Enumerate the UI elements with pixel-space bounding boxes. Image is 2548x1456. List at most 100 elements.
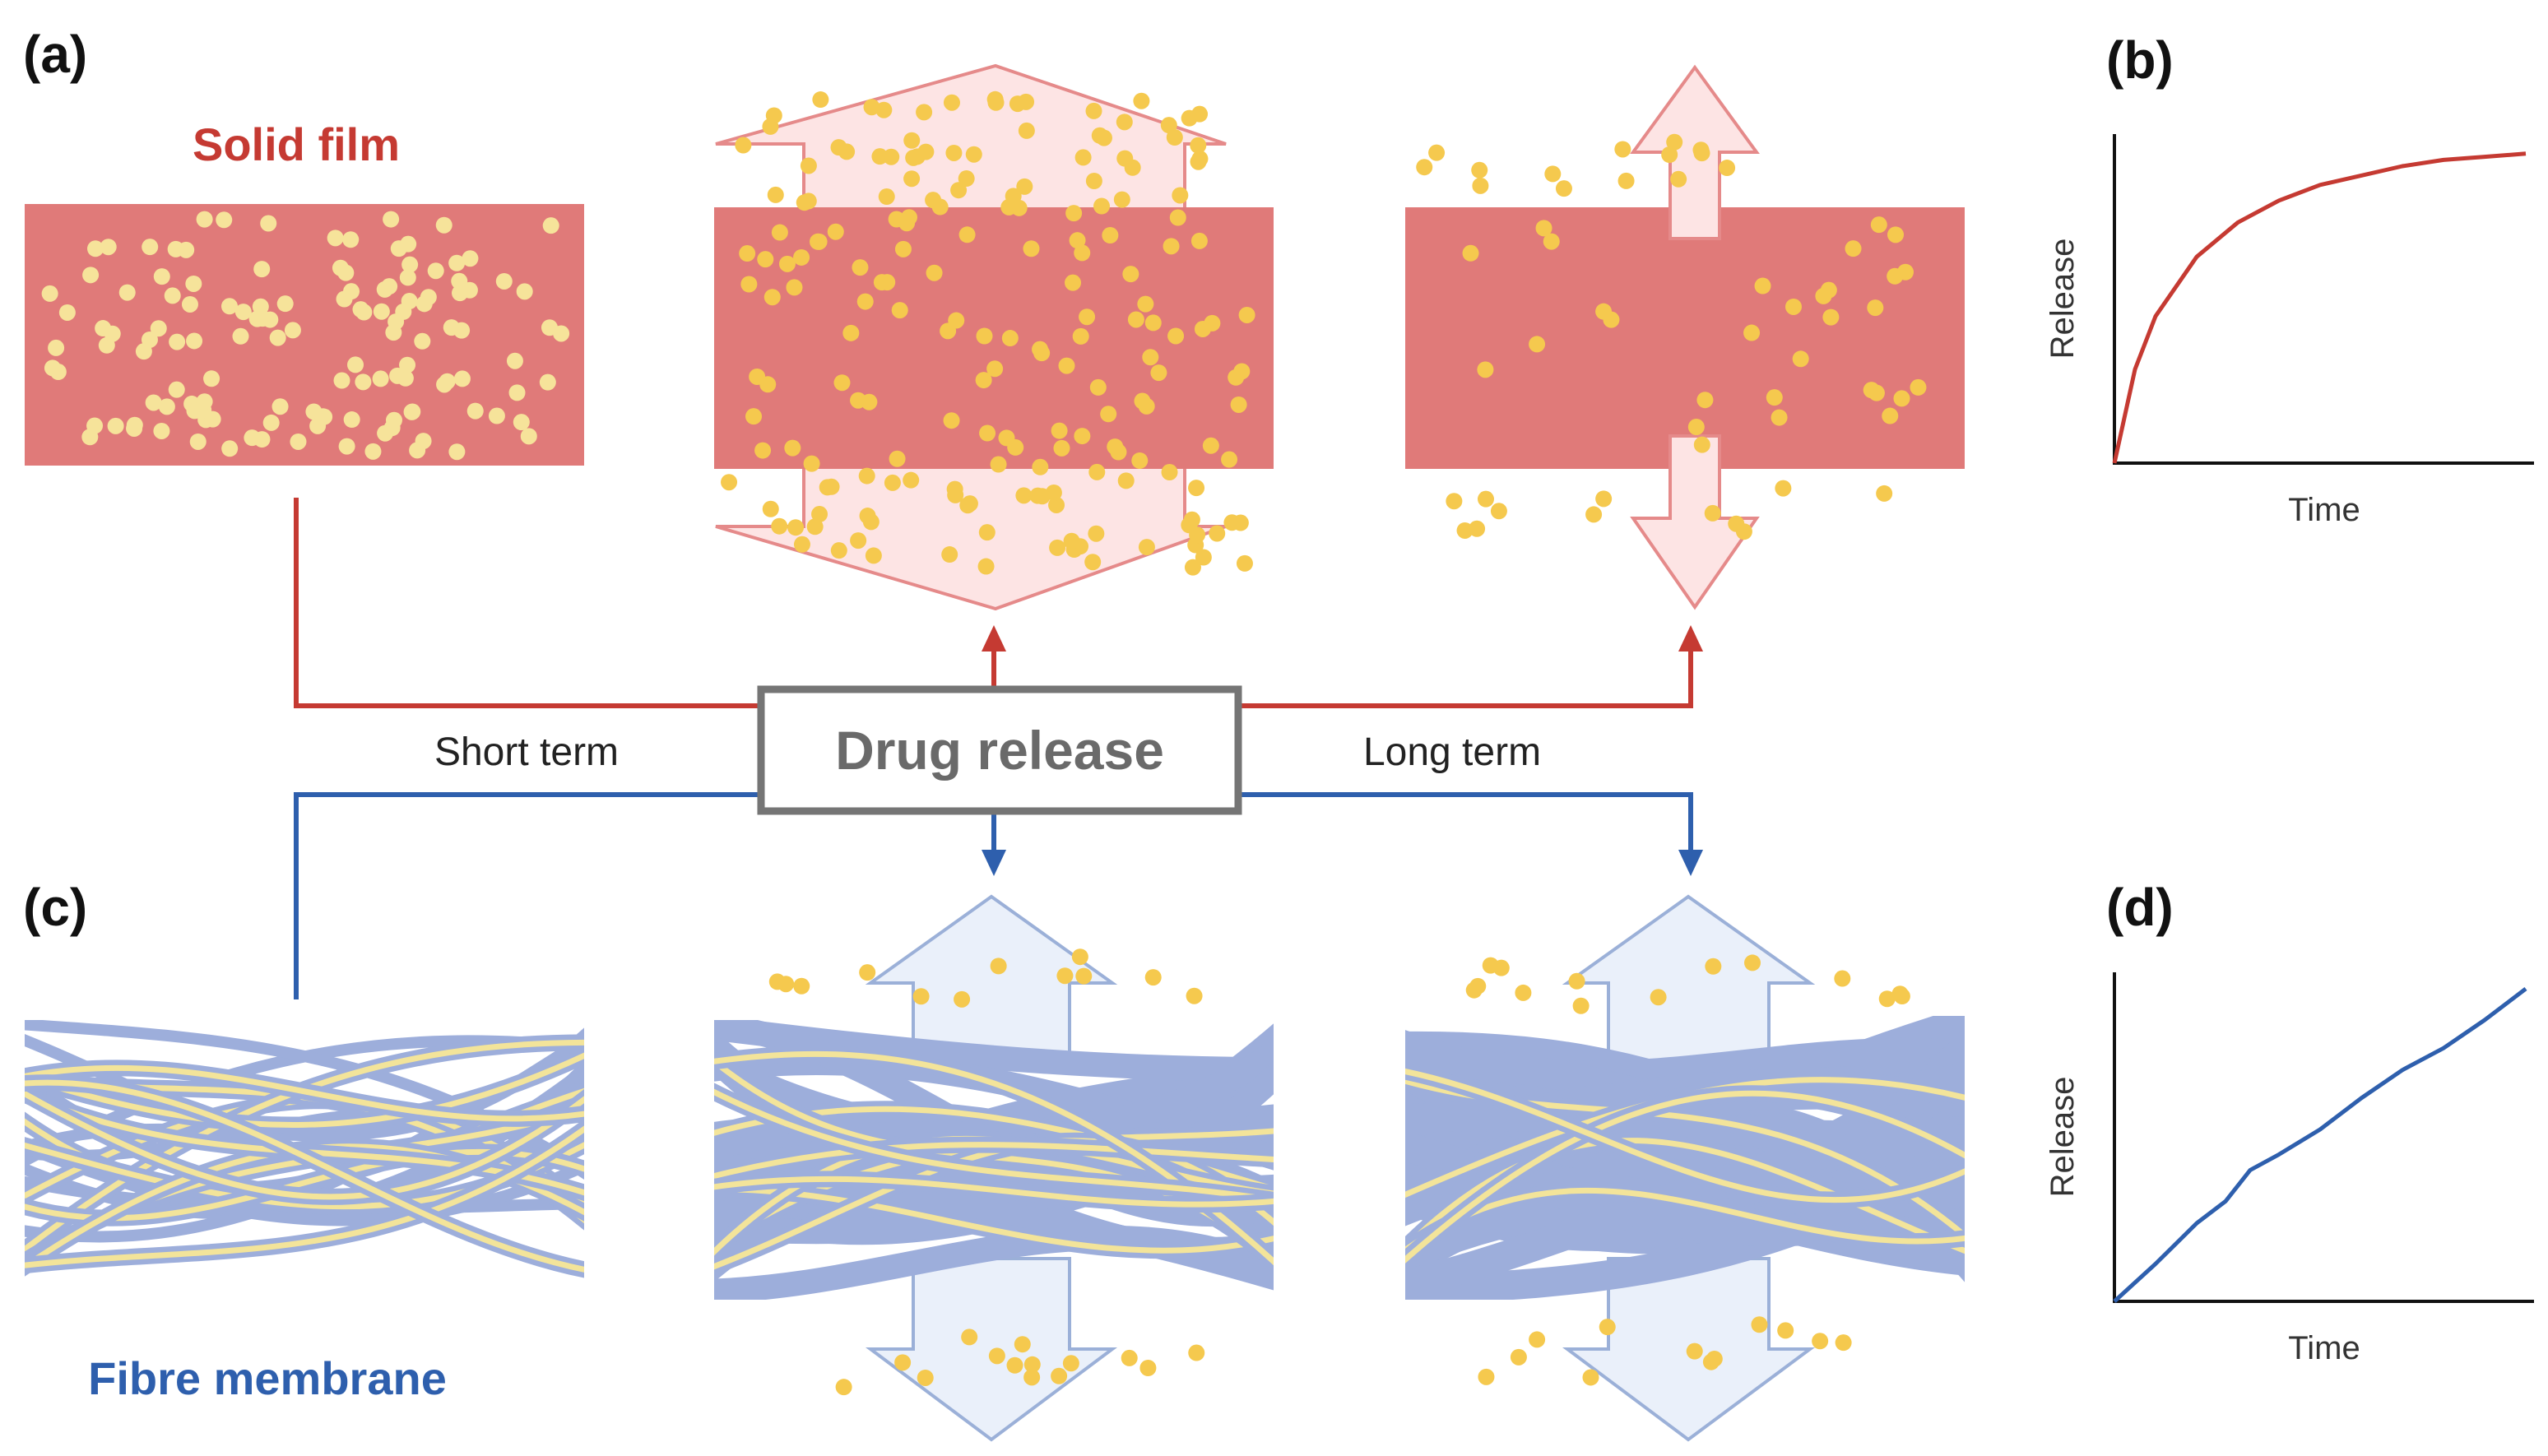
drug-particle [513,414,530,431]
drug-particle [1876,485,1893,502]
drug-particle [553,325,570,342]
drug-particle [903,170,921,188]
drug-particle [990,958,1007,975]
drug-particle [189,433,207,450]
drug-particle [1572,997,1590,1014]
drug-particle [338,438,355,455]
drug-particle [1692,141,1710,159]
drug-particle [1666,133,1683,151]
drug-particle [823,478,840,495]
drug-particle [1124,159,1141,176]
drug-particle [1743,324,1761,341]
drug-particle [327,230,344,247]
fibre-membrane-loaded [25,1020,584,1278]
drug-particle [800,192,817,210]
drug-particle [1184,559,1201,576]
drug-particle [975,372,992,389]
drug-particle [488,407,505,424]
drug-particle [1465,981,1483,999]
drug-particle [1416,159,1433,176]
drug-particle [1863,382,1880,399]
drug-particle [1023,1369,1041,1386]
panel-label-d: (d) [2106,878,2174,937]
drug-particle [1910,378,1927,396]
drug-particle [1056,967,1074,985]
drug-particle [850,392,867,409]
drug-particle [1477,361,1494,378]
drug-particle [954,990,971,1008]
drug-particle [945,144,963,161]
drug-particle [401,256,419,273]
blue-connector [1238,792,1693,851]
drug-particle [986,90,1004,108]
drug-particle [1686,1342,1703,1360]
short-term-label: Short term [434,730,619,774]
drug-particle [234,304,252,321]
drug-particle [1015,487,1033,504]
drug-particle [803,455,820,472]
drug-particle [1820,281,1837,299]
drug-particle [343,283,360,300]
long-term-label: Long term [1363,730,1541,774]
drug-particle [390,240,407,257]
drug-particle [1058,357,1075,374]
drug-particle [946,480,963,498]
drug-particle [1051,1367,1068,1384]
drug-particle [1543,233,1560,250]
drug-particle [1209,525,1226,542]
drug-particle [1188,1344,1205,1361]
drug-particle [404,403,421,420]
drug-particle [948,312,965,329]
drug-particle [333,372,350,389]
drug-particle [539,373,556,391]
drug-particle [244,429,261,447]
drug-particle [1544,165,1562,183]
drug-particle [168,381,185,398]
drug-particle [786,279,803,296]
drug-particle [169,333,186,350]
drug-particle [1785,298,1802,315]
drug-particle [1167,327,1185,345]
solid-film-loaded [25,204,584,466]
red-arrowhead [1678,625,1703,651]
drug-particle [1555,180,1572,197]
drug-particle [894,240,912,257]
drug-particle [959,497,977,514]
drug-particle [343,411,360,429]
drug-particle [859,508,876,525]
drug-particle [1896,263,1914,281]
drug-particle [745,408,763,425]
drug-particle [903,471,920,489]
drug-particle [397,369,414,387]
drug-particle [388,313,405,331]
drug-particle [979,424,996,442]
drug-particle [414,332,431,350]
drug-particle [1093,197,1110,215]
drug-particle [1006,1356,1023,1374]
drug-particle [1870,216,1887,234]
drug-particle [1766,389,1783,406]
fibre-membrane-title: Fibre membrane [88,1352,447,1404]
drug-particle [1001,330,1019,347]
drug-loaded-fibre-core [714,1175,1274,1208]
drug-particle [1016,178,1033,195]
drug-particle [976,327,993,345]
drug-particle [863,99,880,116]
drug-particle [164,287,181,304]
drug-particle [884,474,901,491]
drug-particle [1117,472,1135,489]
drug-particle [1568,972,1585,990]
drug-particle [342,231,360,248]
drug-particle [891,302,908,319]
blue-arrowhead [982,850,1006,876]
drug-particle [107,417,124,434]
drug-particle [1477,490,1494,508]
drug-particle [1188,480,1205,497]
drug-particle [48,339,65,356]
solid-film-short-term [714,90,1274,576]
drug-particle [1161,464,1178,481]
panel-label-a: (a) [23,25,87,84]
drug-particle [203,370,220,387]
drug-particle [153,268,170,285]
drug-particle [856,293,874,310]
